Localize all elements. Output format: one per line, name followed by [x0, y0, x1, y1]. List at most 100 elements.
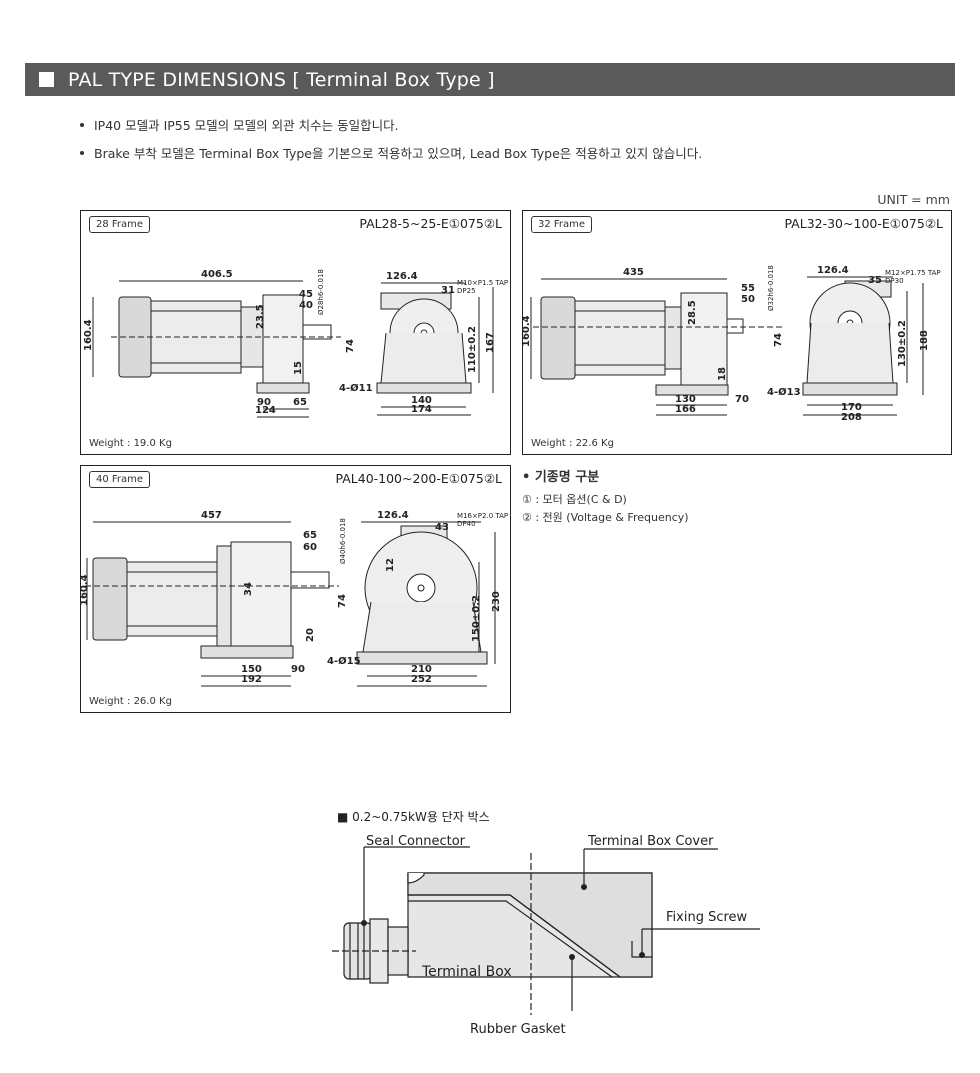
dim-d4: 15: [293, 361, 304, 375]
dim-tapdp: DP30: [885, 277, 904, 285]
weight-label: Weight : 22.6 Kg: [531, 438, 614, 449]
note-item: Brake 부착 모델은 Terminal Box Type을 기본으로 적용하…: [80, 144, 702, 161]
model-code: PAL28-5~25-E①075②L: [359, 216, 502, 231]
weight-label: Weight : 19.0 Kg: [89, 438, 172, 449]
dim-d2: 45: [299, 289, 313, 300]
seal-connector-label: Seal Connector: [366, 834, 466, 849]
frame-tag: 28 Frame: [89, 216, 151, 233]
notes-list: IP40 모델과 IP55 모델의 모델의 외관 치수는 동일합니다. Brak…: [80, 116, 702, 172]
dim-d13: 208: [841, 412, 862, 423]
dim-tap: M10×P1.5 TAP: [457, 279, 508, 287]
dim-d7: 124: [255, 405, 276, 416]
bullet-icon: [80, 150, 84, 155]
dim-d1: 28.5: [687, 300, 698, 325]
dim-holes: 4-Ø13: [767, 386, 801, 398]
dim-d11: 188: [919, 330, 930, 351]
frame-tag: 40 Frame: [89, 471, 151, 488]
screw-marker-icon: [639, 952, 645, 958]
dim-d12: 210: [411, 664, 432, 675]
dim-d12: 170: [841, 402, 862, 413]
frame-32-panel: 32 Frame PAL32-30~100-E①075②L: [522, 210, 952, 455]
seal-marker-icon: [361, 920, 367, 926]
dim-tap: M12×P1.75 TAP: [885, 269, 941, 277]
legend-item: ① : 모터 옵션(C & D): [522, 493, 627, 506]
dim-holes: 4-Ø15: [327, 655, 361, 667]
dim-d6: 90: [291, 664, 305, 675]
dim-d2: 65: [303, 530, 317, 541]
model-code-legend: • 기종명 구분 ① : 모터 옵션(C & D) ② : 전원 (Voltag…: [522, 466, 689, 527]
frame-28-drawing: 406.5 160.4 45 40 23.5 Ø28h6-0.018 15 90…: [83, 269, 508, 418]
dim-d13: 252: [411, 674, 432, 685]
legend-title: • 기종명 구분: [522, 470, 600, 485]
model-code: PAL40-100~200-E①075②L: [335, 471, 502, 486]
dim-d4: 18: [717, 367, 728, 381]
note-text: IP40 모델과 IP55 모델의 모델의 외관 치수는 동일합니다.: [94, 118, 399, 133]
dim-d2: 55: [741, 283, 755, 294]
frame-40-panel: 40 Frame PAL40-100~200-E①075②L: [80, 465, 511, 713]
note-text: Brake 부착 모델은 Terminal Box Type을 기본으로 적용하…: [94, 146, 703, 161]
dim-d3: 50: [741, 294, 755, 305]
terminal-box-cover-label: Terminal Box Cover: [588, 834, 714, 849]
dim-d5: 90: [257, 397, 271, 408]
dim-d8: 31: [441, 285, 455, 296]
dim-shaft: Ø32h6-0.018: [767, 265, 775, 311]
dim-length: 406.5: [201, 269, 233, 280]
dim-tapdp: DP40: [457, 520, 476, 528]
dim-d9: 74: [345, 339, 356, 353]
weight-label: Weight : 26.0 Kg: [89, 696, 172, 707]
terminal-box-title: ■ 0.2~0.75kW용 단자 박스: [337, 810, 490, 824]
square-bullet-icon: [39, 72, 54, 87]
dim-height: 160.4: [81, 574, 90, 606]
unit-label: UNIT = mm: [877, 192, 950, 207]
dim-d7: 192: [241, 674, 262, 685]
dim-length: 457: [201, 510, 222, 521]
dim-d9b: 12: [385, 558, 396, 572]
rubber-gasket-label: Rubber Gasket: [470, 1022, 566, 1037]
dim-d5: 150: [241, 664, 262, 675]
dim-width: 126.4: [817, 265, 849, 276]
dim-width: 126.4: [386, 271, 418, 282]
terminal-box-diagram: [332, 846, 760, 1015]
dim-d8: 43: [435, 522, 449, 533]
terminal-box-label: Terminal Box: [422, 964, 512, 980]
dim-d10: 150±0.2: [471, 595, 482, 642]
dim-d13: 174: [411, 404, 432, 415]
dim-height: 160.4: [523, 315, 532, 347]
dim-d9: 74: [337, 594, 348, 608]
dim-d12: 140: [411, 395, 432, 406]
dim-d7: 166: [675, 404, 696, 415]
dim-d3: 60: [303, 542, 317, 553]
model-code: PAL32-30~100-E①075②L: [784, 216, 943, 231]
dim-d9: 74: [773, 333, 784, 347]
cover-marker-icon: [581, 884, 587, 890]
gasket-marker-icon: [569, 954, 575, 960]
dim-d1: 34: [243, 582, 254, 596]
frame-28-panel: 28 Frame PAL28-5~25-E①075②L: [80, 210, 511, 455]
dim-height: 160.4: [83, 319, 94, 351]
dim-shaft: Ø28h6-0.018: [317, 269, 325, 315]
dim-d4: 20: [305, 628, 316, 642]
frame-40-drawing: 457 160.4 65 60 34 Ø40h6-0.018 20 150 90…: [81, 510, 508, 687]
bullet-icon: [80, 122, 84, 127]
dim-d8: 35: [868, 275, 882, 286]
legend-item: ② : 전원 (Voltage & Frequency): [522, 511, 689, 524]
note-item: IP40 모델과 IP55 모델의 모델의 외관 치수는 동일합니다.: [80, 116, 702, 133]
dim-d6: 70: [735, 394, 749, 405]
section-title: PAL TYPE DIMENSIONS [ Terminal Box Type …: [68, 68, 495, 91]
dim-d10: 130±0.2: [897, 320, 908, 367]
dim-tap: M16×P2.0 TAP: [457, 512, 508, 520]
dim-holes: 4-Ø11: [339, 382, 373, 394]
section-header: PAL TYPE DIMENSIONS [ Terminal Box Type …: [25, 63, 955, 96]
frame-32-drawing: 435 160.4 55 50 28.5 Ø32h6-0.018 18 130 …: [523, 265, 941, 423]
dim-d5: 130: [675, 394, 696, 405]
dim-d10: 110±0.2: [467, 326, 478, 373]
fixing-screw-label: Fixing Screw: [666, 910, 748, 925]
dim-width: 126.4: [377, 510, 409, 521]
dim-d1: 23.5: [255, 304, 266, 329]
dim-d11: 230: [491, 591, 502, 612]
dim-d11: 167: [485, 332, 496, 353]
dim-shaft: Ø40h6-0.018: [339, 518, 347, 564]
dim-length: 435: [623, 267, 644, 278]
dim-d6: 65: [293, 397, 307, 408]
dim-d3: 40: [299, 300, 313, 311]
